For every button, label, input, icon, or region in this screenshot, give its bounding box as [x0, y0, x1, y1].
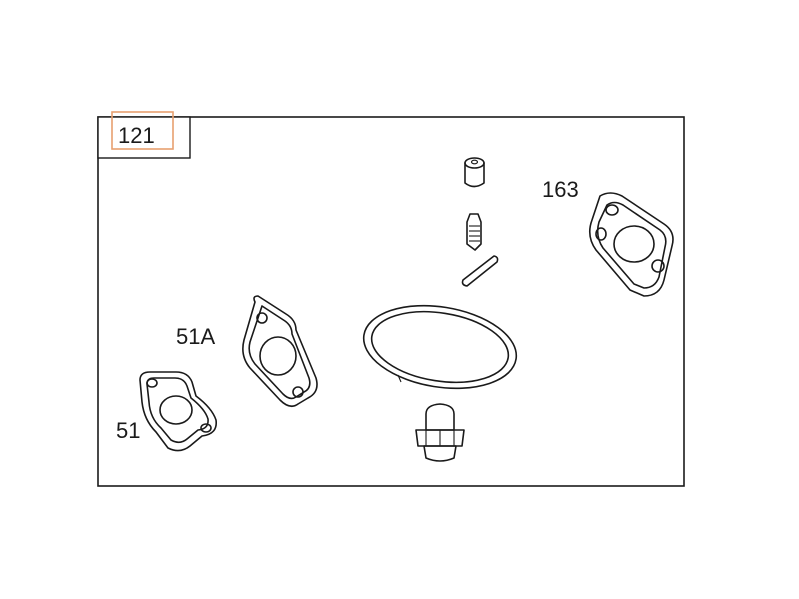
needle-seat: [464, 157, 485, 188]
part-51-label: 51: [116, 418, 140, 443]
kit-callout: 121: [97, 111, 191, 159]
bowl-screw: [415, 403, 465, 462]
diagram-frame: [97, 116, 685, 487]
bowl-o-ring: [362, 304, 518, 390]
float-pin: [461, 255, 499, 287]
part-163-gasket: [588, 192, 674, 297]
part-163-label: 163: [542, 177, 579, 202]
part-51a-label: 51A: [176, 324, 215, 349]
kit-number-box: [97, 116, 191, 159]
kit-number-label: 121: [118, 123, 155, 148]
part-51-gasket: [139, 371, 218, 452]
inlet-needle: [466, 213, 482, 251]
part-51a-gasket: [242, 295, 318, 408]
kit-number-highlight: [111, 111, 174, 150]
